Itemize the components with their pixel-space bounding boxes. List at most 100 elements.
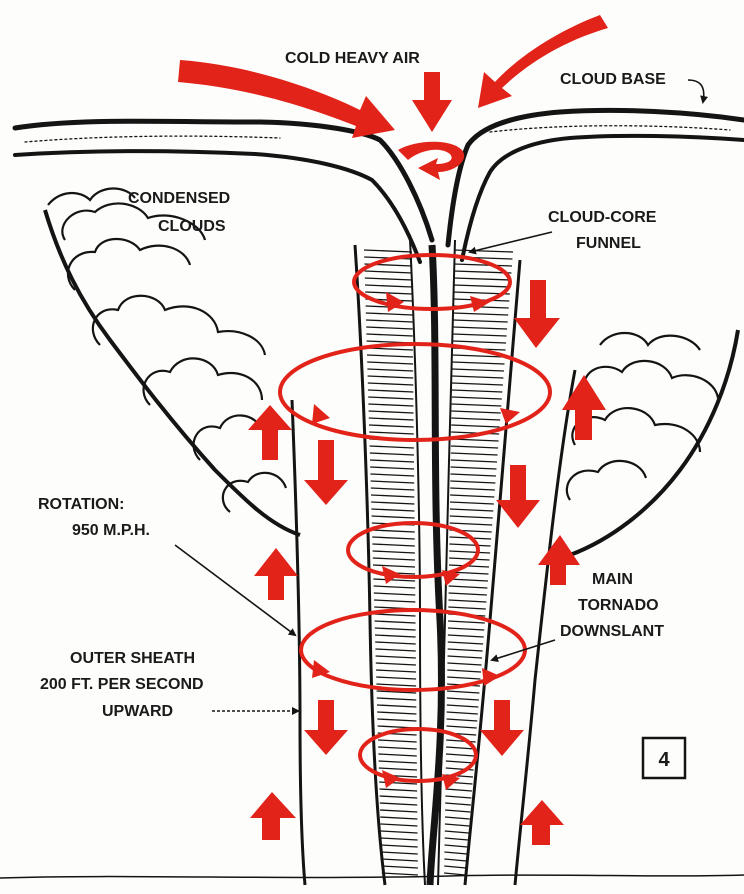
hatch-line xyxy=(449,579,488,581)
cloud-core-funnel xyxy=(355,240,520,885)
hatch-line xyxy=(452,390,503,392)
figure-number: 4 xyxy=(658,749,670,771)
label-outer-speed: 200 FT. PER SECOND xyxy=(40,676,204,693)
hatch-line xyxy=(380,810,417,812)
hatch-line xyxy=(454,264,512,266)
label-clouds: CLOUDS xyxy=(158,218,226,235)
down-arrow xyxy=(304,440,348,505)
label-cloud-core: CLOUD-CORE xyxy=(548,209,657,226)
hatch-line xyxy=(368,376,414,378)
hatch-line xyxy=(446,747,475,749)
label-rotation: ROTATION: xyxy=(38,496,125,513)
hatch-line xyxy=(449,593,487,595)
hatch-line xyxy=(451,460,497,462)
hatch-line xyxy=(367,355,413,357)
hatch-line xyxy=(373,558,415,560)
hatch-line xyxy=(377,719,416,721)
hatch-line xyxy=(371,509,414,511)
hatch-line xyxy=(444,873,465,875)
hatch-line xyxy=(445,817,470,819)
hatch-line xyxy=(372,530,415,532)
hatch-line xyxy=(446,740,475,742)
hatch-line xyxy=(376,670,416,672)
hatch-line xyxy=(445,824,469,826)
hatch-line xyxy=(451,425,499,427)
hatch-line xyxy=(375,649,415,651)
up-arrow xyxy=(562,375,606,440)
condensed-clouds-right xyxy=(567,330,738,555)
hatch-line xyxy=(378,747,417,749)
hatch-line xyxy=(380,817,417,819)
hatch-line xyxy=(365,285,412,287)
hatch-line xyxy=(382,866,418,868)
hatch-line xyxy=(450,509,493,511)
hatch-line xyxy=(375,628,416,630)
hatch-line xyxy=(381,859,417,861)
hatch-line xyxy=(451,418,500,420)
up-arrow xyxy=(248,405,292,460)
hatch-line xyxy=(450,488,495,490)
hatch-line xyxy=(366,313,413,315)
hatch-line xyxy=(452,376,503,378)
hatch-line xyxy=(368,383,413,385)
hatch-line xyxy=(369,425,414,427)
hatch-line xyxy=(376,656,416,658)
hatch-line xyxy=(450,495,494,497)
hatch-line xyxy=(375,642,416,644)
hatch-line xyxy=(364,250,412,252)
hatch-line xyxy=(380,803,417,805)
up-arrow xyxy=(538,535,580,585)
hatch-line xyxy=(371,502,414,504)
hatch-line xyxy=(451,453,498,455)
hatch-line xyxy=(445,789,471,791)
hatch-line xyxy=(381,852,418,854)
hatch-line xyxy=(453,334,507,336)
hatch-line xyxy=(370,460,414,462)
hatch-line xyxy=(377,712,416,714)
hatch-line xyxy=(369,411,414,413)
hatch-line xyxy=(449,544,490,546)
hatch-line xyxy=(453,341,507,343)
hatch-line xyxy=(372,516,415,518)
hatch-line xyxy=(451,411,500,413)
hatch-line xyxy=(448,642,483,644)
hatch-line xyxy=(448,607,485,609)
hatch-line xyxy=(375,621,416,623)
hatch-line xyxy=(379,789,417,791)
hatch-line xyxy=(452,369,504,371)
label-upward: UPWARD xyxy=(102,703,173,720)
hatch-line xyxy=(365,278,412,280)
hatch-line xyxy=(444,859,466,861)
hatch-line xyxy=(378,740,417,742)
hatch-line xyxy=(453,313,508,315)
hatch-line xyxy=(446,726,476,728)
hatch-line xyxy=(367,362,413,364)
hatch-line xyxy=(450,502,494,504)
label-cloud-base: CLOUD BASE xyxy=(560,71,666,88)
up-arrow xyxy=(254,548,298,600)
hatch-line xyxy=(374,614,415,616)
hatch-line xyxy=(381,845,418,847)
hatch-line xyxy=(365,271,413,273)
hatch-line xyxy=(378,754,416,756)
label-downslant: DOWNSLANT xyxy=(560,623,664,640)
hatch-line xyxy=(450,516,493,518)
hatch-line xyxy=(371,495,414,497)
hatch-line xyxy=(450,481,495,483)
hatch-line xyxy=(449,551,490,553)
hatch-line xyxy=(368,390,413,392)
hatch-line xyxy=(374,600,415,602)
hatch-line xyxy=(366,327,413,329)
hatch-line xyxy=(380,796,418,798)
hatch-line xyxy=(452,362,504,364)
hatch-line xyxy=(447,712,478,714)
label-funnel: FUNNEL xyxy=(576,235,641,252)
condensed-clouds-left xyxy=(45,188,300,535)
hatch-line xyxy=(376,677,416,679)
hatch-line xyxy=(376,663,416,665)
hatch-line xyxy=(373,565,415,567)
hatch-line xyxy=(379,768,417,770)
label-tornado: TORNADO xyxy=(578,597,659,614)
hatch-line xyxy=(448,628,484,630)
hatch-line xyxy=(445,831,469,833)
